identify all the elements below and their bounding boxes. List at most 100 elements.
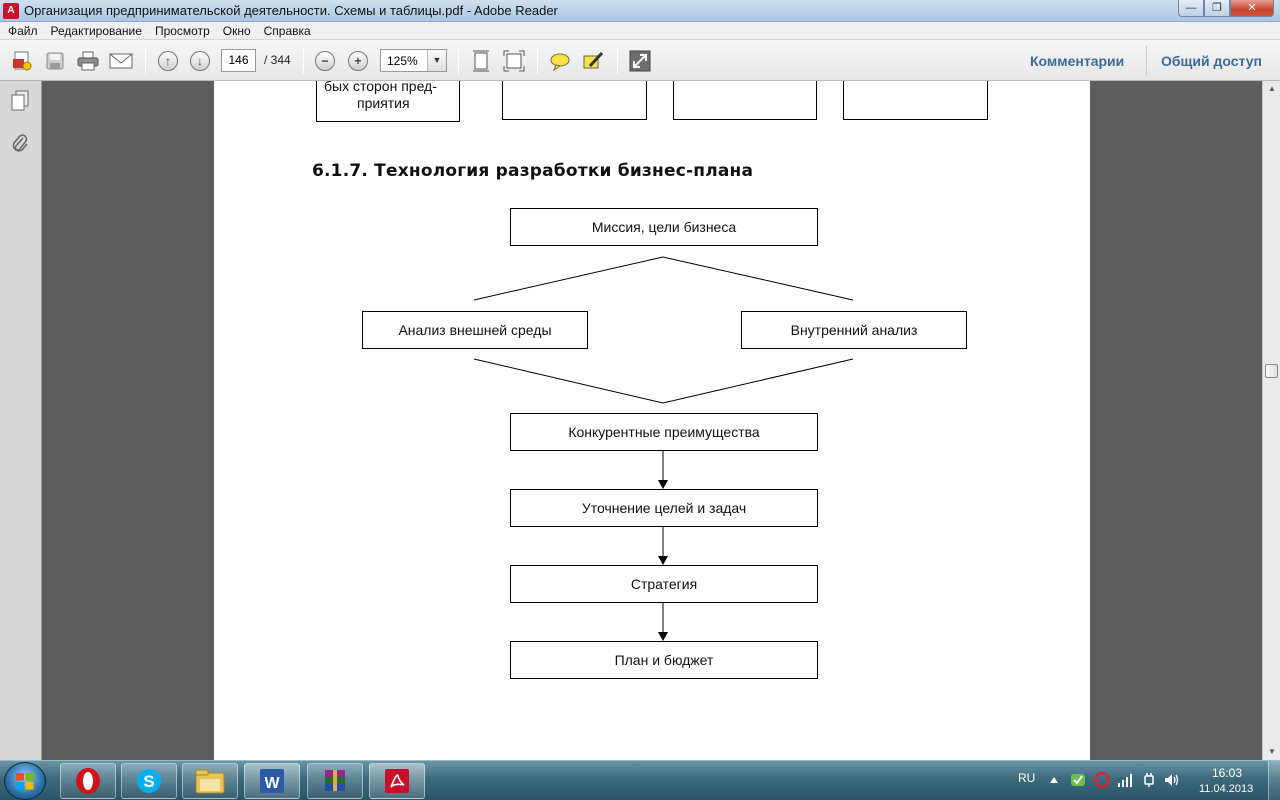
plus-icon: + — [348, 51, 368, 71]
winrar-icon — [325, 770, 345, 791]
zoom-in-button[interactable]: + — [346, 49, 370, 73]
comments-link[interactable]: Комментарии — [1030, 53, 1125, 69]
opera-icon — [1094, 772, 1110, 788]
prev-diagram-box — [843, 81, 988, 120]
language-indicator[interactable]: RU — [1018, 771, 1036, 785]
paperclip-icon — [12, 134, 28, 152]
arrow-down-icon: ↓ — [190, 51, 210, 71]
skype-icon: S — [137, 769, 161, 793]
toolbar-separator — [537, 48, 538, 74]
pdf-page: бых сторон пред- приятия 6.1.7. Технолог… — [214, 81, 1090, 760]
comment-bubble-icon — [550, 53, 570, 71]
print-button[interactable] — [76, 49, 100, 73]
menu-file[interactable]: Файл — [8, 23, 38, 38]
window-controls: — ❐ ✕ — [1178, 0, 1274, 18]
windows-logo-icon — [16, 773, 34, 790]
opera-icon — [76, 768, 100, 794]
diagram-box-plan-budget: План и бюджет — [510, 641, 818, 679]
fit-page-icon — [473, 50, 489, 72]
scroll-up-icon[interactable]: ▲ — [1268, 84, 1276, 93]
taskbar: S W — [0, 760, 1280, 800]
pages-panel-button[interactable] — [9, 89, 31, 113]
zoom-value: 125% — [387, 54, 418, 68]
fit-page-button[interactable] — [469, 49, 493, 73]
zoom-out-button[interactable]: − — [313, 49, 337, 73]
minimize-button[interactable]: — — [1178, 0, 1204, 17]
diagram-box-refine-goals: Уточнение целей и задач — [510, 489, 818, 527]
title-bar: A Организация предпринимательской деятел… — [0, 0, 1280, 22]
diagram-box-competitive-advantages: Конкурентные преимущества — [510, 413, 818, 451]
menu-window[interactable]: Окно — [222, 23, 251, 38]
taskbar-word[interactable]: W — [244, 763, 300, 799]
toolbar-separator — [458, 48, 459, 74]
clock-time[interactable]: 16:03 — [1212, 766, 1243, 780]
tray-power[interactable] — [1141, 772, 1157, 788]
email-button[interactable] — [109, 49, 133, 73]
toolbar-separator — [1146, 46, 1147, 76]
taskbar-winrar[interactable] — [307, 763, 363, 799]
chevron-up-icon — [1050, 777, 1058, 783]
taskbar-adobe-reader[interactable] — [369, 763, 425, 799]
expand-icon — [629, 50, 651, 72]
page-number-input[interactable]: 146 — [221, 49, 256, 72]
adobe-reader-icon — [385, 769, 409, 793]
diagram-box-external-analysis: Анализ внешней среды — [362, 311, 588, 349]
scroll-down-icon[interactable]: ▼ — [1268, 747, 1276, 756]
attachments-panel-button[interactable] — [9, 132, 31, 156]
create-pdf-button[interactable] — [10, 49, 34, 73]
arrow-up-icon: ↑ — [158, 51, 178, 71]
document-view[interactable]: бых сторон пред- приятия 6.1.7. Технолог… — [43, 81, 1262, 760]
expand-button[interactable] — [628, 49, 652, 73]
show-desktop-button[interactable] — [1268, 761, 1280, 800]
clock-date[interactable]: 11.04.2013 — [1199, 783, 1254, 795]
pages-icon — [11, 90, 29, 111]
minus-icon: − — [315, 51, 335, 71]
scrollbar-thumb[interactable] — [1265, 364, 1278, 378]
tray-opera[interactable] — [1094, 772, 1110, 788]
adobe-reader-icon: A — [3, 3, 19, 19]
start-button[interactable] — [4, 762, 46, 800]
maximize-button[interactable]: ❐ — [1204, 0, 1230, 17]
toolbar-separator — [617, 48, 618, 74]
signal-bars-icon — [1118, 774, 1132, 787]
prev-diagram-box — [316, 81, 460, 122]
section-heading: 6.1.7. Технология разработки бизнес-план… — [312, 161, 754, 181]
zoom-select[interactable]: 125% ▼ — [380, 49, 447, 72]
taskbar-explorer[interactable] — [182, 763, 238, 799]
vertical-scrollbar[interactable]: ▲ ▼ — [1262, 81, 1280, 760]
diagram-box-internal-analysis: Внутренний анализ — [741, 311, 967, 349]
diagram-connectors — [473, 256, 854, 641]
menu-bar: Файл Редактирование Просмотр Окно Справк… — [0, 22, 1280, 40]
menu-view[interactable]: Просмотр — [154, 23, 210, 38]
tray-expand-button[interactable] — [1046, 772, 1062, 788]
page-total: / 344 — [264, 53, 291, 67]
chevron-down-icon[interactable]: ▼ — [427, 50, 446, 71]
email-icon — [109, 53, 133, 69]
tray-network[interactable] — [1117, 772, 1133, 788]
shield-icon — [1071, 774, 1085, 786]
tray-volume[interactable] — [1164, 772, 1180, 788]
fit-width-button[interactable] — [502, 49, 526, 73]
taskbar-opera[interactable] — [60, 763, 116, 799]
add-comment-button[interactable] — [548, 49, 572, 73]
prev-box-text: приятия — [357, 95, 410, 111]
taskbar-skype[interactable]: S — [121, 763, 177, 799]
prev-page-button[interactable]: ↑ — [156, 49, 180, 73]
prev-diagram-box — [673, 81, 817, 120]
next-page-button[interactable]: ↓ — [188, 49, 212, 73]
toolbar-separator — [303, 48, 304, 74]
print-icon — [77, 51, 99, 71]
diagram-box-strategy: Стратегия — [510, 565, 818, 603]
highlight-button[interactable] — [581, 49, 605, 73]
menu-help[interactable]: Справка — [263, 23, 311, 38]
fit-width-icon — [503, 50, 525, 72]
tray-security[interactable] — [1070, 772, 1086, 788]
explorer-icon — [195, 769, 225, 794]
share-link[interactable]: Общий доступ — [1161, 53, 1262, 69]
save-button[interactable] — [43, 49, 67, 73]
menu-edit[interactable]: Редактирование — [50, 23, 142, 38]
word-icon: W — [260, 769, 284, 793]
toolbar-separator — [145, 48, 146, 74]
highlighter-icon — [583, 51, 604, 69]
close-button[interactable]: ✕ — [1230, 0, 1274, 17]
